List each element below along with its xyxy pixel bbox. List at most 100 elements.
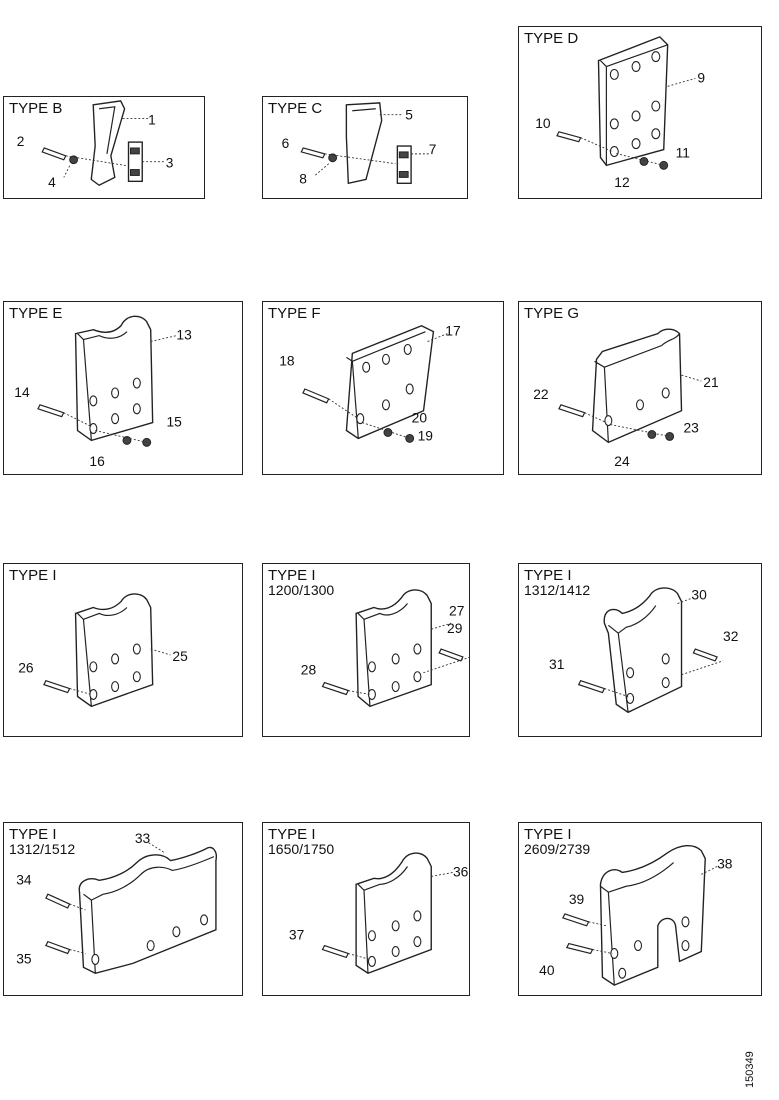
type-i-1650-1750-drawing: 36 37 [289,852,469,975]
panel-title: TYPE I [524,567,572,584]
callout-label: 35 [16,950,32,966]
callout-label: 24 [614,453,630,469]
type-i-1312-1412-drawing: 30 31 32 [549,587,738,714]
bolt-icon [321,944,350,959]
callout-label: 30 [691,587,707,603]
bolt-icon [45,893,71,909]
callout-label: 34 [16,871,32,887]
panel-subtitle: 1312/1512 [9,841,76,857]
callout-label: 18 [279,352,295,368]
panel-type-f: TYPE F 17 18 19 20 [262,301,504,475]
panel-type-i-1200-1300: TYPE I 1200/1300 27 28 29 [262,563,470,737]
bolt-icon [321,681,350,696]
callout-label: 22 [533,386,548,402]
weight-plate [355,589,432,708]
figure-id: 150349 [744,1048,758,1088]
panel-title: TYPE F [268,305,321,322]
bracket-part [345,102,383,185]
panel-title: TYPE B [9,100,63,117]
panel-type-i-2609-2739: TYPE I 2609/2739 38 39 40 [518,822,762,996]
bolt-icon [556,131,582,143]
bolt-icon [558,404,586,418]
callout-label: 38 [717,855,733,871]
bolt-icon [577,679,606,694]
callout-label: 15 [166,414,182,430]
callout-label: 7 [429,142,437,157]
panel-title: TYPE G [524,305,580,322]
panel-subtitle: 1650/1750 [268,841,335,857]
bolt-icon [37,404,65,418]
callout-label: 29 [447,620,463,636]
callout-label: 11 [676,144,691,160]
bolt-icon [565,942,594,955]
callout-label: 5 [405,108,413,123]
callout-label: 32 [723,628,738,644]
panel-title: TYPE I [268,826,316,843]
callout-label: 14 [14,384,30,400]
type-c-drawing: 5 6 7 8 [282,102,437,186]
callout-label: 25 [172,648,188,664]
panel-title: TYPE I [524,826,572,843]
callout-label: 9 [697,69,705,85]
panel-title: TYPE I [9,567,57,584]
bolt-icon [41,147,67,161]
panel-subtitle: 1312/1412 [524,582,591,598]
panel-type-i: TYPE I 25 26 [3,563,243,737]
bolt-icon [45,940,71,955]
callout-label: 16 [89,453,105,469]
callout-label: 1 [148,112,156,127]
callout-label: 28 [301,662,317,678]
callout-label: 40 [539,962,555,978]
callout-label: 3 [166,156,174,171]
figure-id-text: 150349 [744,1051,756,1088]
callout-label: 27 [449,602,464,618]
callout-label: 8 [299,171,307,186]
panel-type-g: TYPE G 21 22 23 24 [518,301,762,475]
weight-plate [355,852,432,975]
bolt-icon [692,648,718,662]
callout-label: 37 [289,927,304,943]
panel-title: TYPE I [268,567,316,584]
panel-title: TYPE I [9,826,57,843]
callout-label: 2 [17,134,25,149]
callout-label: 19 [418,427,434,443]
panel-type-i-1312-1412: TYPE I 1312/1412 30 31 32 [518,563,762,737]
bolt-icon [302,388,330,404]
type-i-1200-1300-drawing: 27 28 29 [301,589,469,708]
callout-label: 4 [48,175,56,190]
type-i-drawing: 25 26 [18,593,188,708]
bracket-part [90,100,126,187]
weight-plate [603,587,683,714]
type-g-drawing: 21 22 23 24 [533,328,719,469]
type-b-drawing: 1 2 3 4 [17,100,174,190]
callout-label: 17 [445,323,460,339]
callout-label: 39 [569,891,585,907]
callout-label: 31 [549,656,565,672]
callout-label: 36 [453,863,469,879]
callout-label: 21 [703,374,719,390]
callout-label: 10 [535,115,551,131]
panel-type-i-1650-1750: TYPE I 1650/1750 36 37 [262,822,470,996]
callout-label: 20 [412,410,428,426]
callout-label: 12 [614,174,629,190]
type-f-drawing: 17 18 19 20 [279,323,460,444]
panel-subtitle: 1200/1300 [268,582,335,598]
type-d-drawing: 9 10 11 12 [535,36,705,190]
panel-type-e: TYPE E 13 14 15 16 [3,301,243,475]
callout-label: 26 [18,660,34,676]
panel-type-d: TYPE D 9 10 11 12 [518,26,762,199]
panel-type-c: TYPE C 5 6 7 8 [262,96,468,199]
callout-label: 6 [282,136,290,151]
bolt-icon [43,679,71,694]
type-e-drawing: 13 14 15 16 [14,315,192,469]
weight-plate [591,328,683,444]
bolt-icon [300,147,326,159]
panel-title: TYPE E [9,305,63,322]
panel-type-i-1312-1512: TYPE I 1312/1512 33 34 35 [3,822,243,996]
bolt-icon [562,913,590,927]
weight-plate [597,36,669,167]
weight-plate [345,324,435,440]
callout-label: 23 [683,419,699,435]
weight-plate [599,845,706,986]
callout-label: 13 [176,327,192,343]
